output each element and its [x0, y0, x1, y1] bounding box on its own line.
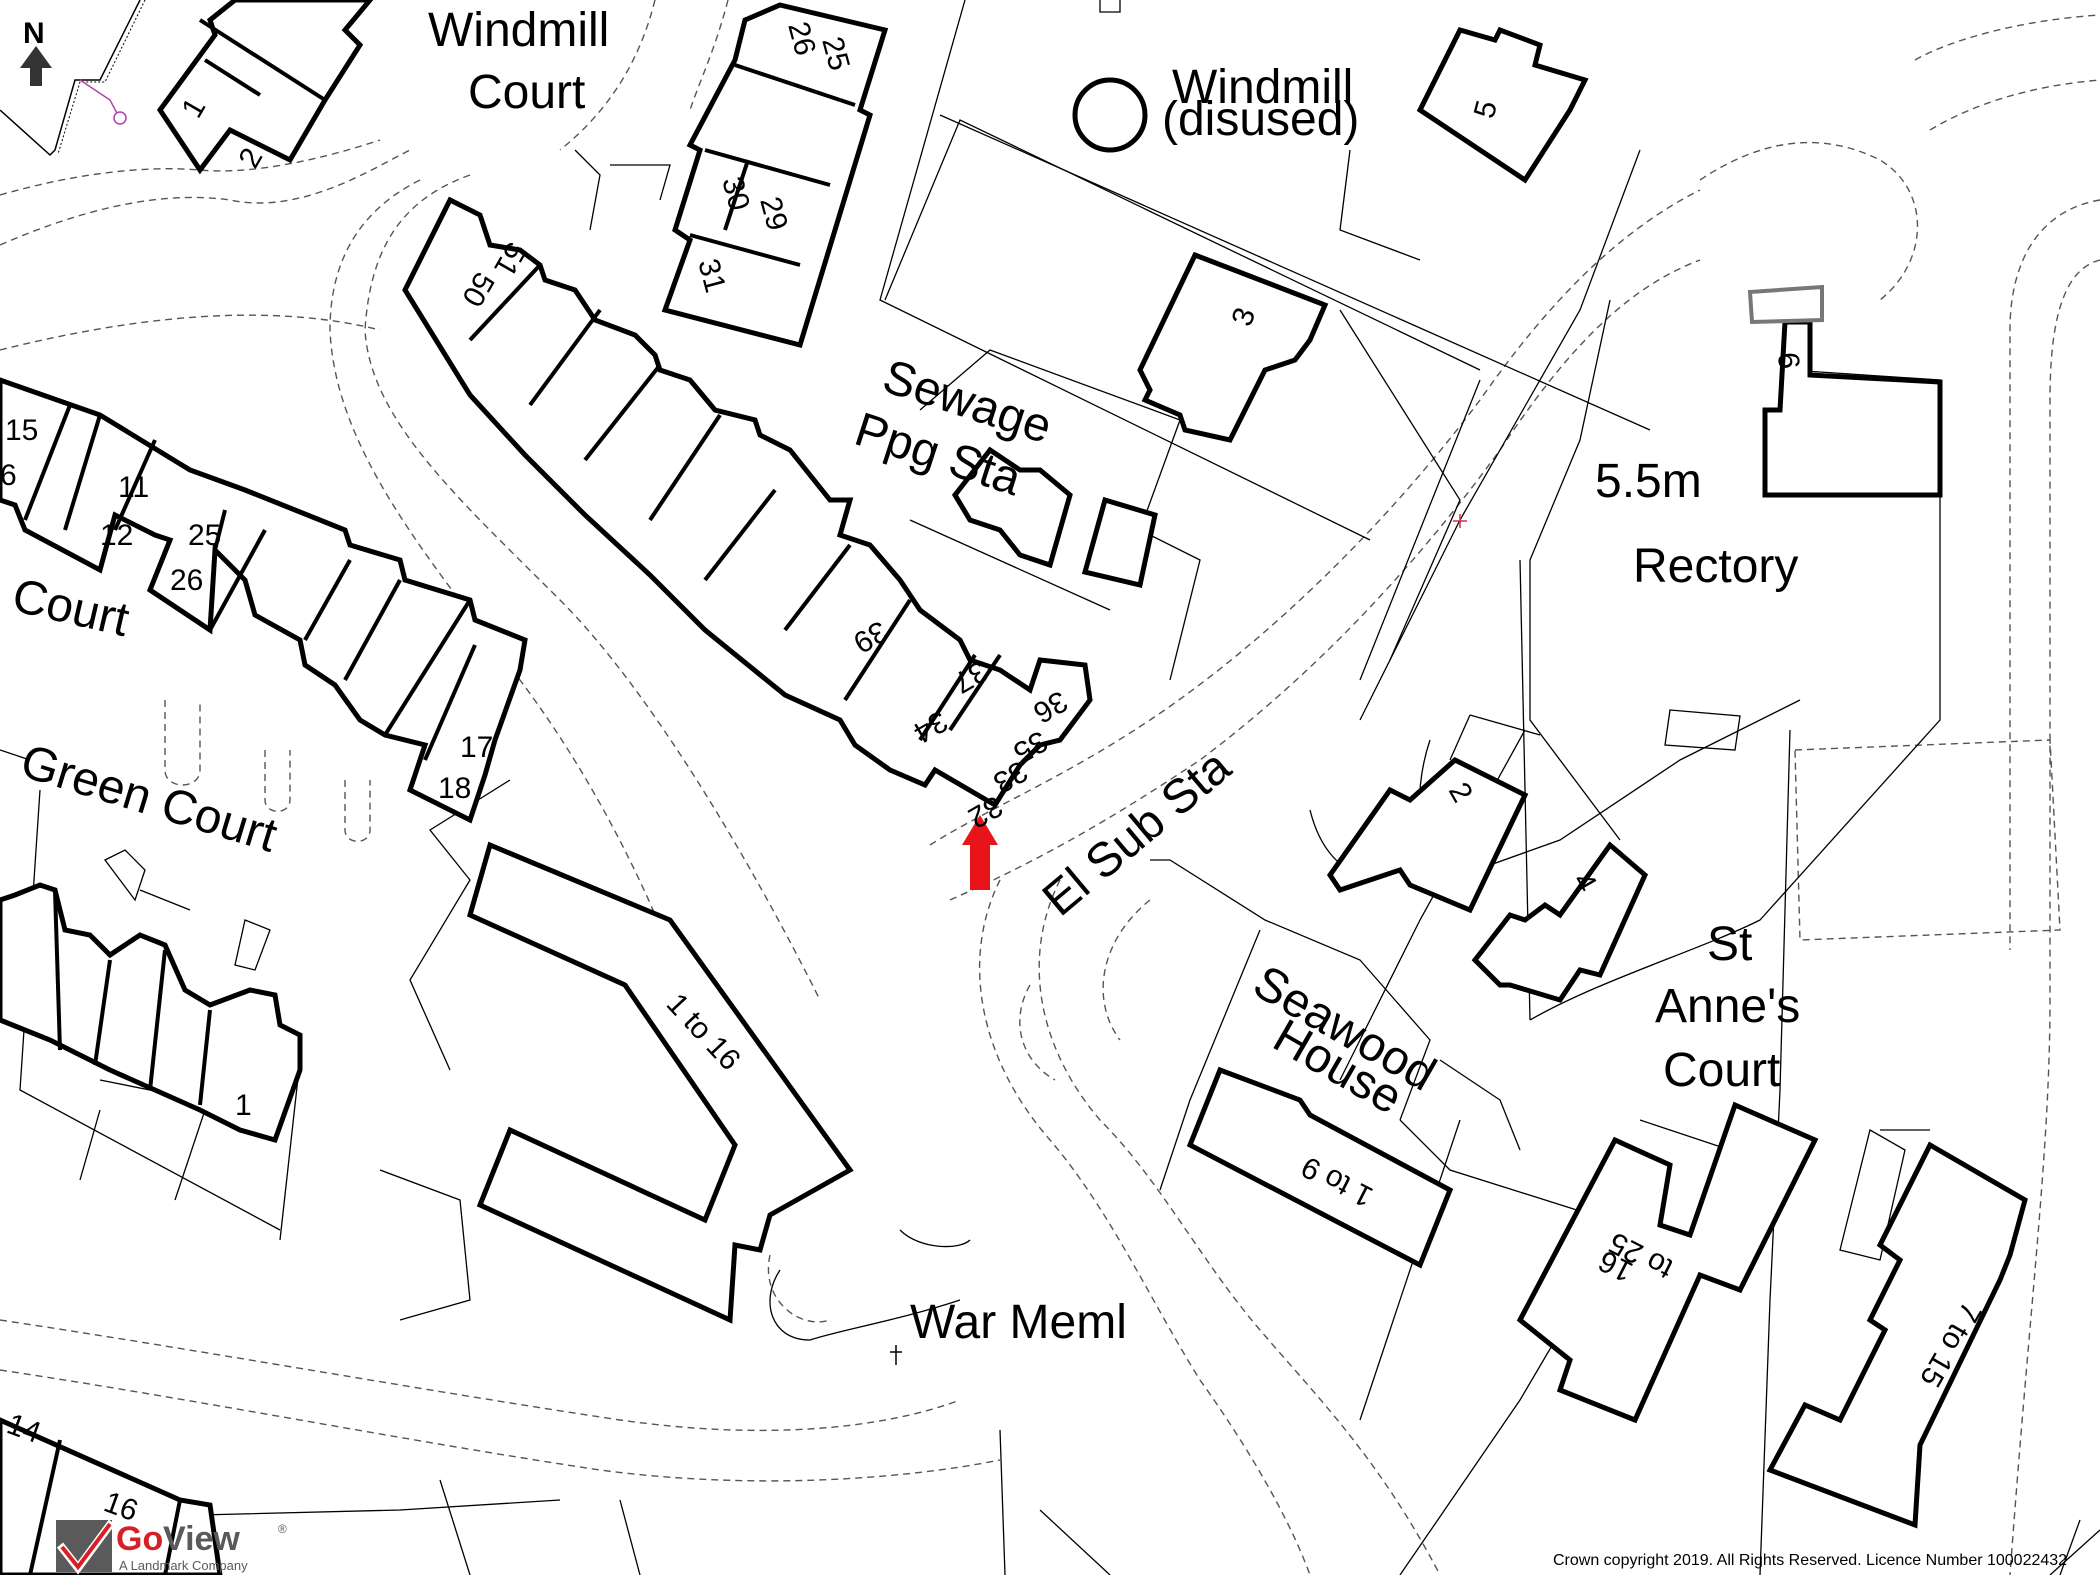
map-symbols: [0, 0, 1467, 1365]
label-st-annes-3: Court: [1663, 1044, 1780, 1097]
house-number: 15: [5, 414, 38, 447]
house-number: 25: [188, 519, 221, 552]
property-marker-icon[interactable]: [962, 815, 998, 890]
buildings: [0, 0, 2028, 1578]
logo-brand-view: View: [163, 1520, 240, 1558]
logo-brand-go: Go: [116, 1520, 163, 1558]
house-number: 26: [170, 564, 203, 597]
label-war-meml: War Meml: [910, 1296, 1127, 1349]
label-st-annes-2: Anne's: [1655, 980, 1800, 1033]
label-green-court: Green Court: [15, 735, 283, 863]
house-number: 18: [438, 772, 471, 805]
house-number: 6: [0, 459, 17, 492]
house-number: 11: [118, 471, 149, 504]
house-number: 9: [1773, 351, 1807, 371]
label-st-annes-1: St: [1707, 918, 1752, 971]
north-arrow: N: [20, 17, 52, 86]
label-windmill-court-1: Windmill: [428, 4, 609, 57]
label-court-partial: Court: [8, 569, 134, 647]
copyright-notice: Crown copyright 2019. All Rights Reserve…: [1553, 1552, 2067, 1569]
label-el-sub-sta: El Sub Sta: [1033, 740, 1241, 927]
house-number: 12: [100, 519, 133, 552]
label-rectory: Rectory: [1633, 540, 1798, 593]
house-number: 1: [235, 1089, 252, 1122]
label-height: 5.5m: [1595, 455, 1702, 508]
logo-registered: ®: [278, 1522, 287, 1536]
north-arrow-icon: [20, 46, 52, 86]
label-windmill-court-2: Court: [468, 66, 585, 119]
north-label: N: [23, 17, 45, 50]
goview-logo: Go View ® A Landmark Company: [56, 1519, 287, 1575]
label-windmill-1: Windmill: [1172, 61, 1353, 114]
logo-tagline: A Landmark Company: [119, 1558, 248, 1573]
label-windmill-2: (disused): [1162, 93, 1359, 146]
house-number: 17: [460, 731, 493, 764]
